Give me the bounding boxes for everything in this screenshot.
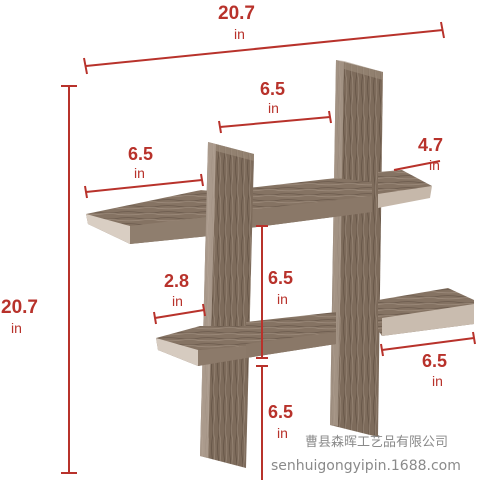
left-shelf-width-tick-left (84, 185, 88, 199)
left-shelf-width-line (85, 179, 203, 193)
left-shelf-width-value: 6.5 (128, 144, 154, 164)
overall-height-value: 20.7 (1, 297, 38, 318)
top-shelf-width-unit: in (268, 100, 279, 116)
right-bottom-width-line (381, 337, 475, 351)
upper-right-shelf (378, 170, 432, 208)
right-bottom-width-unit: in (432, 373, 443, 389)
overall-width-value: 20.7 (218, 3, 255, 24)
left-shelf-width-unit: in (134, 165, 145, 181)
top-shelf-width-tick-right (328, 110, 332, 124)
dimension-lines (61, 21, 476, 480)
left-shelf-width-tick-right (200, 173, 204, 187)
overall-width-line (85, 29, 444, 67)
right-shelf-depth-value: 4.7 (418, 135, 444, 155)
right-bottom-width-tick-right (472, 331, 476, 345)
overall-width-tick-right (440, 21, 445, 39)
small-gap-value: 2.8 (164, 271, 190, 291)
top-shelf-width-value: 6.5 (260, 79, 286, 99)
bottom-leg-height-unit: in (277, 425, 288, 441)
right-bottom-width-value: 6.5 (422, 351, 448, 371)
small-gap-tick-right (202, 303, 206, 317)
right-vertical-board (330, 60, 383, 437)
bottom-leg-height-value: 6.5 (268, 402, 294, 422)
lower-right-shelf (378, 288, 474, 336)
overall-width-tick-left (83, 57, 88, 75)
right-shelf-depth-line (393, 160, 441, 171)
overall-height-unit: in (11, 320, 22, 336)
middle-height-unit: in (277, 291, 288, 307)
watermark-company: 曹县森晖工艺品有限公司 (305, 435, 449, 450)
top-shelf-width-tick-left (218, 120, 222, 134)
top-shelf-width-line (219, 116, 331, 128)
lower-middle-shelf (246, 312, 336, 358)
upper-middle-shelf (249, 178, 372, 228)
overall-width-unit: in (234, 26, 245, 42)
left-vertical-board (200, 142, 254, 468)
small-gap-line (154, 309, 205, 319)
right-shelf-depth-unit: in (429, 157, 440, 173)
small-gap-tick-left (153, 311, 157, 325)
middle-height-value: 6.5 (268, 268, 294, 288)
watermark-url: senhuigongyipin.1688.com (271, 458, 461, 474)
lower-left-shelf (156, 326, 246, 366)
small-gap-unit: in (172, 293, 183, 309)
right-bottom-width-tick-left (380, 343, 384, 357)
